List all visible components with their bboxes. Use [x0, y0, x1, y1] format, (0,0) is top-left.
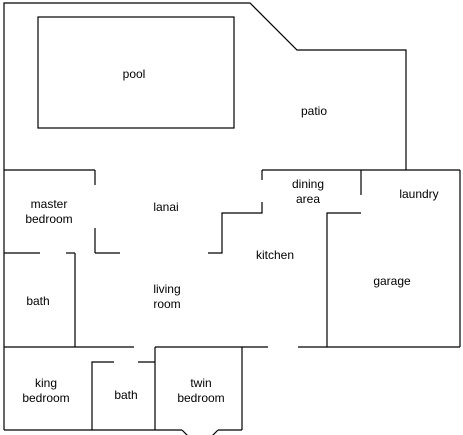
- room-label-laundry: laundry: [399, 187, 439, 201]
- room-label-living-line1: living: [153, 282, 181, 296]
- room-label-master-line1: master: [30, 197, 68, 211]
- room-label-bath-middle: bath: [114, 388, 138, 402]
- room-label-twin-bedroom: twin bedroom: [172, 376, 230, 406]
- room-label-lanai: lanai: [153, 200, 179, 214]
- bay-window: [181, 429, 219, 435]
- room-label-garage: garage: [373, 274, 411, 288]
- room-label-king-bedroom: king bedroom: [17, 376, 75, 406]
- wall-bath-middle: [91, 361, 114, 430]
- room-label-pool: pool: [122, 67, 146, 81]
- room-label-bath-left: bath: [26, 294, 50, 308]
- room-label-master-line2: bedroom: [25, 212, 73, 226]
- pool-outline: [37, 16, 235, 129]
- room-label-patio: patio: [300, 104, 328, 118]
- room-label-dining-area: dining area: [284, 177, 332, 207]
- room-label-twin-line1: twin: [190, 376, 212, 390]
- room-label-dining-line2: area: [295, 192, 321, 206]
- room-label-living-room: living room: [145, 282, 189, 312]
- room-label-king-line2: bedroom: [22, 391, 70, 405]
- wall-kitchen-step: [208, 202, 263, 254]
- room-label-living-line2: room: [153, 297, 181, 311]
- room-label-dining-line1: dining: [291, 177, 325, 191]
- room-label-kitchen: kitchen: [255, 248, 295, 262]
- room-label-master-bedroom: master bedroom: [20, 197, 78, 227]
- room-label-twin-line2: bedroom: [177, 391, 225, 405]
- wall-garage-corner: [326, 212, 460, 348]
- room-label-king-line1: king: [34, 376, 57, 390]
- outer-wall-top: [3, 2, 407, 430]
